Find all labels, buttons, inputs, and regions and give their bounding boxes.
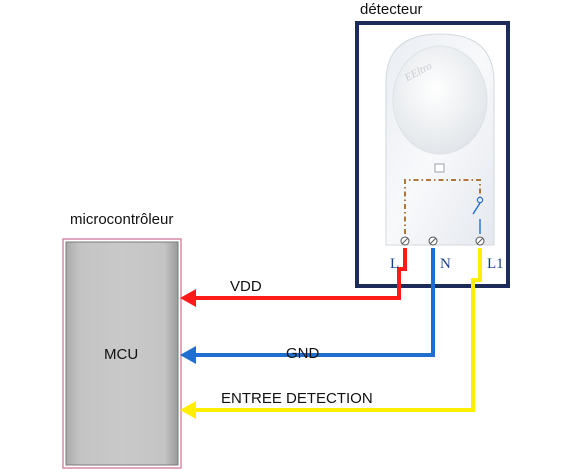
terminal-label-n: N — [440, 256, 451, 272]
mcu-label: MCU — [104, 346, 139, 363]
mcu-block — [62, 238, 182, 469]
terminal-screw-l1 — [475, 236, 485, 246]
wire-gnd — [180, 248, 435, 364]
wire-entree-detection — [180, 248, 482, 419]
terminal-label-l: L — [390, 256, 400, 272]
wire-vdd — [180, 248, 407, 307]
detector-title: détecteur — [360, 1, 423, 18]
detector-box — [355, 21, 510, 288]
terminal-screw-l — [400, 236, 410, 246]
terminal-screw-n — [428, 236, 438, 246]
mcu-title: microcontrôleur — [70, 211, 174, 228]
wire-label-gnd: GND — [286, 345, 320, 362]
terminal-label-l1: L1 — [487, 256, 504, 272]
wire-label-entree-detection: ENTREE DETECTION — [221, 390, 373, 407]
wire-label-vdd: VDD — [230, 278, 262, 295]
